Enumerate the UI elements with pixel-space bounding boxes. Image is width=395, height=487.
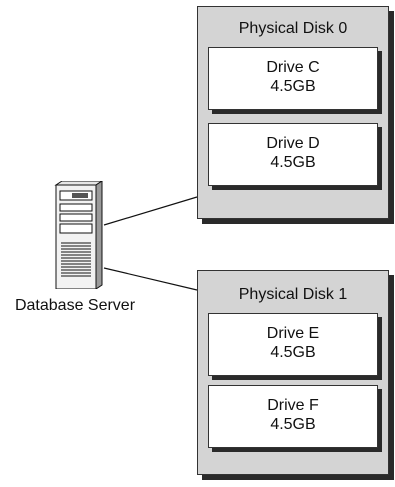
drive-size: 4.5GB — [270, 78, 316, 95]
drive-size: 4.5GB — [270, 416, 316, 433]
disk-title: Physical Disk 0 — [238, 20, 348, 37]
drive-size: 4.5GB — [270, 154, 316, 171]
drive-name: Drive E — [266, 325, 320, 342]
drive-c: Drive C 4.5GB — [208, 47, 378, 110]
drive-f: Drive F 4.5GB — [208, 385, 378, 448]
link-server-disk1 — [103, 267, 198, 291]
drive-name: Drive C — [266, 59, 320, 76]
drive-d: Drive D 4.5GB — [208, 123, 378, 186]
physical-disk-1: Physical Disk 1 Drive E 4.5GB Drive F 4.… — [197, 270, 389, 475]
drive-name: Drive D — [266, 135, 320, 152]
drive-e: Drive E 4.5GB — [208, 313, 378, 376]
drive-size: 4.5GB — [270, 344, 316, 361]
server-label: Database Server — [14, 297, 136, 314]
drive-name: Drive F — [267, 397, 319, 414]
disk-title: Physical Disk 1 — [238, 286, 348, 303]
link-server-disk0 — [103, 196, 198, 226]
physical-disk-0: Physical Disk 0 Drive C 4.5GB Drive D 4.… — [197, 6, 389, 219]
server-tower-icon — [54, 181, 103, 289]
